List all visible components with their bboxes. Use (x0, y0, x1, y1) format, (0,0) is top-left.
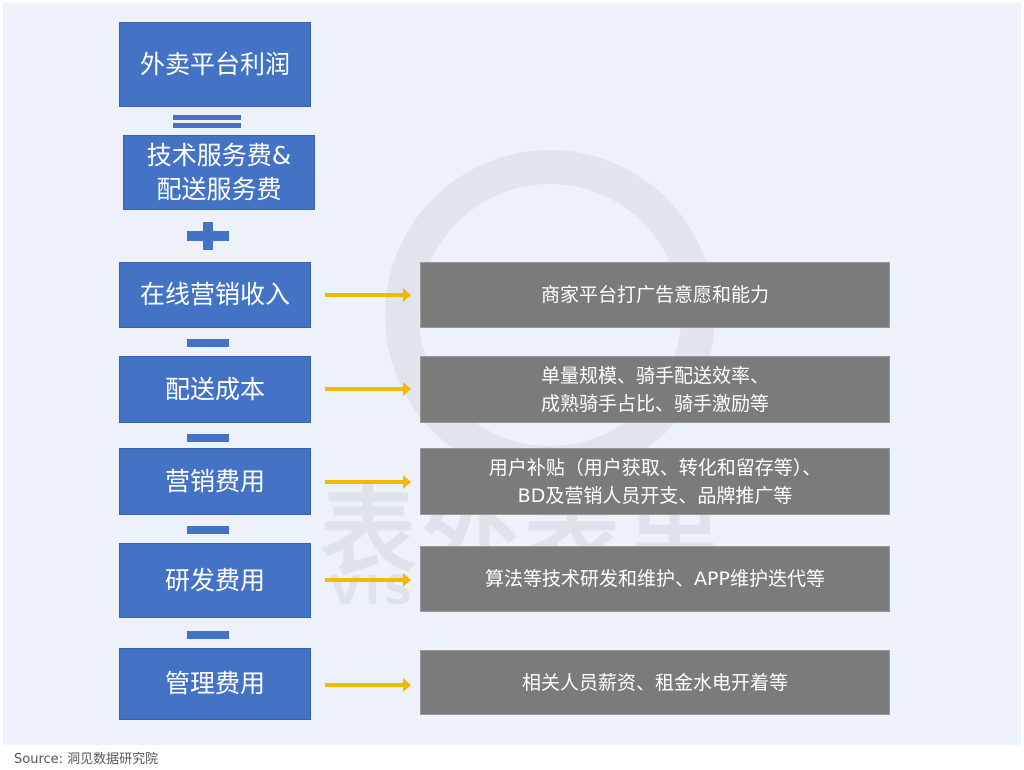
plus-sign-v (203, 222, 213, 250)
marketing-expense-driver: 用户补贴（用户获取、转化和留存等）、 BD及营销人员开支、品牌推广等 (420, 448, 890, 515)
admin-expense-box: 管理费用 (119, 648, 311, 720)
minus-sign (187, 339, 229, 347)
arrow-right-icon (325, 288, 411, 302)
rd-expense-driver: 算法等技术研发和维护、APP维护迭代等 (420, 546, 890, 612)
equals-sign-bottom (173, 123, 241, 128)
arrow-right-icon (325, 475, 411, 489)
arrow-right-icon (325, 573, 411, 587)
source-note: Source: 洞见数据研究院 (14, 752, 159, 767)
equals-sign-top (173, 115, 241, 120)
delivery-cost-driver: 单量规模、骑手配送效率、 成熟骑手占比、骑手激励等 (420, 356, 890, 423)
admin-expense-driver: 相关人员薪资、租金水电开着等 (420, 650, 890, 715)
profit-box: 外卖平台利润 (119, 22, 311, 107)
marketing-expense-box: 营销费用 (119, 448, 311, 515)
minus-sign (187, 631, 229, 639)
online-marketing-driver: 商家平台打广告意愿和能力 (420, 262, 890, 328)
arrow-right-icon (325, 382, 411, 396)
rd-expense-box: 研发费用 (119, 543, 311, 618)
online-marketing-box: 在线营销收入 (119, 262, 311, 328)
service-fees-box: 技术服务费& 配送服务费 (123, 135, 315, 210)
arrow-right-icon (325, 678, 411, 692)
delivery-cost-box: 配送成本 (119, 356, 311, 423)
minus-sign (187, 434, 229, 442)
minus-sign (187, 526, 229, 534)
